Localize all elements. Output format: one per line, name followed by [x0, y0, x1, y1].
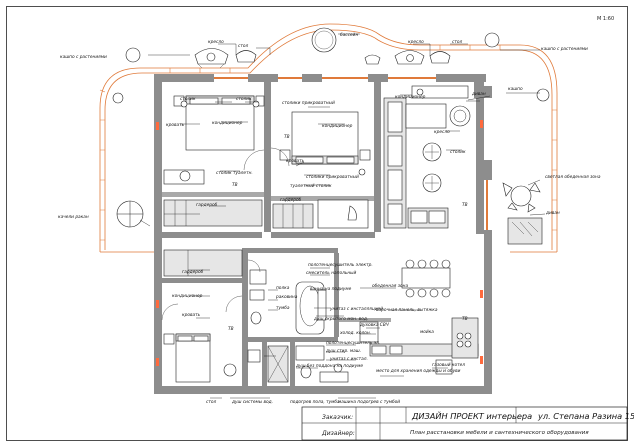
bathroom [247, 259, 327, 383]
label-toilet-2: унитаз с инстал. [329, 357, 368, 362]
bedroom-2 [270, 111, 371, 229]
label-nightstand-2: столики прикроватный [306, 174, 359, 180]
label-ac-2: кондиционер [322, 124, 353, 129]
label-table-top: стол [238, 44, 248, 49]
label-dressing-table: столик туалетн. [216, 171, 253, 176]
scale-label: М 1:60 [597, 16, 614, 22]
label-mixer: смеситель напольный [306, 270, 357, 276]
label-table-top-right: стол [452, 40, 462, 45]
label-tv-2: ТВ [462, 202, 468, 208]
title-block [301, 406, 628, 441]
swing-icon [116, 200, 144, 228]
label-wardrobe-3: гардероб [182, 269, 204, 275]
label-tv-4: ТВ [228, 326, 234, 332]
terrace-furniture-right [364, 50, 451, 65]
label-cooktop: варочная панель, вытяжка [376, 308, 438, 313]
label-hall-table: стол [206, 400, 216, 405]
label-nightstand-1: столик [180, 97, 196, 102]
interior-walls [162, 82, 492, 386]
label-corridor: подогрев пола, тумба [290, 399, 340, 405]
label-sofa-right: диван [545, 211, 560, 216]
label-washer: душ стир. маш. [325, 349, 361, 354]
label-swing: качели ракан [58, 215, 89, 220]
label-tv-5: ТВ [462, 316, 468, 322]
label-toilet-install: унитаз с инсталляцией [329, 306, 383, 312]
label-shower-drain: душ скрытого мон. вод. [313, 317, 368, 322]
plant-pot-icon [536, 88, 550, 102]
label-oven: духовка СВЧ [359, 322, 389, 328]
label-dresser: душ системы вод. [231, 400, 273, 405]
terrace-furniture-east [502, 182, 543, 245]
label-ac-4: кондиционер [172, 294, 203, 299]
plant-pot-icon [112, 92, 124, 104]
plant-pot-icon [484, 32, 500, 48]
label-storage: место для хранения одежды и обуви [376, 368, 461, 374]
drawing-frame [6, 6, 628, 441]
terrace-furniture-left [194, 48, 257, 69]
label-tv-3: ТВ [232, 182, 238, 188]
label-wardrobe-2: гардероб [280, 197, 302, 203]
titleblock-designer-label: Дизайнер: [321, 430, 355, 437]
label-dining-zone: обеденная зона [372, 283, 408, 289]
plant-pot-icon [125, 47, 141, 63]
label-armchair-top-right: кресло [408, 40, 424, 45]
living-room [383, 85, 471, 229]
label-sink: раковина [275, 295, 298, 300]
terrace-outline [99, 23, 558, 253]
pool-icon [311, 27, 337, 53]
label-bed-1: кровать [166, 123, 185, 128]
label-bathtub: ванна на подиуме [310, 287, 352, 292]
label-bed-2: кровать [286, 159, 305, 164]
label-nightstands-add: столики прикроватный [282, 100, 335, 106]
label-shelf: полка [276, 286, 290, 291]
titleblock-sheet-title: План расстановки мебели и сантехническог… [410, 430, 589, 436]
label-nightstand-1b: столик [236, 97, 252, 102]
exterior-walls [154, 74, 492, 394]
label-flower-pot-top: кашпо с растениями [60, 55, 107, 60]
label-flower-pot-r2: кашпо [508, 87, 523, 92]
label-fridge: холод. колон. [339, 331, 371, 336]
label-tv-1: ТВ [284, 134, 290, 140]
label-wardrobe-1: гардероб [196, 202, 218, 208]
label-wash: машина подогрев с тумбой [338, 399, 400, 405]
bedroom-3 [161, 249, 243, 383]
label-sofa-arch: светлая обеденная зона [545, 174, 601, 180]
label-flower-pot-right: кашпо с растениями [541, 47, 588, 52]
label-sink-2: мойка [420, 329, 434, 335]
windows [156, 77, 488, 366]
titleblock-project-title: ДИЗАЙН ПРОЕКТ интерьера [411, 410, 532, 421]
label-bed-3: кровать [182, 313, 201, 318]
label-pool: бассейн [340, 32, 358, 38]
leader-lines [139, 33, 546, 399]
label-armchair-top: кресло [208, 40, 224, 45]
bedroom-1 [163, 95, 265, 227]
label-gas-boiler: газовый котел [432, 362, 465, 368]
label-sofa-top: диван [471, 92, 486, 97]
label-unit: тумба [276, 305, 290, 311]
kitchen-dining [319, 259, 479, 383]
label-towel-rail-2: полотенцесушитель эл. [326, 341, 380, 346]
label-towel-rail: полотенцесушитель электр. [308, 263, 373, 268]
titleblock-address: ул. Степана Разина 154 [537, 411, 634, 421]
label-armchair-mid: кресло [434, 130, 450, 135]
titleblock-client-label: Заказчик: [322, 414, 353, 421]
label-ac-1: кондиционер [212, 121, 243, 126]
label-ac-3: кондиционер [395, 95, 426, 100]
label-table-mid: столик [450, 150, 466, 155]
label-vanity-table: туалетный столик [290, 183, 332, 189]
label-tray: душ без поддона на подиуме [295, 363, 363, 369]
